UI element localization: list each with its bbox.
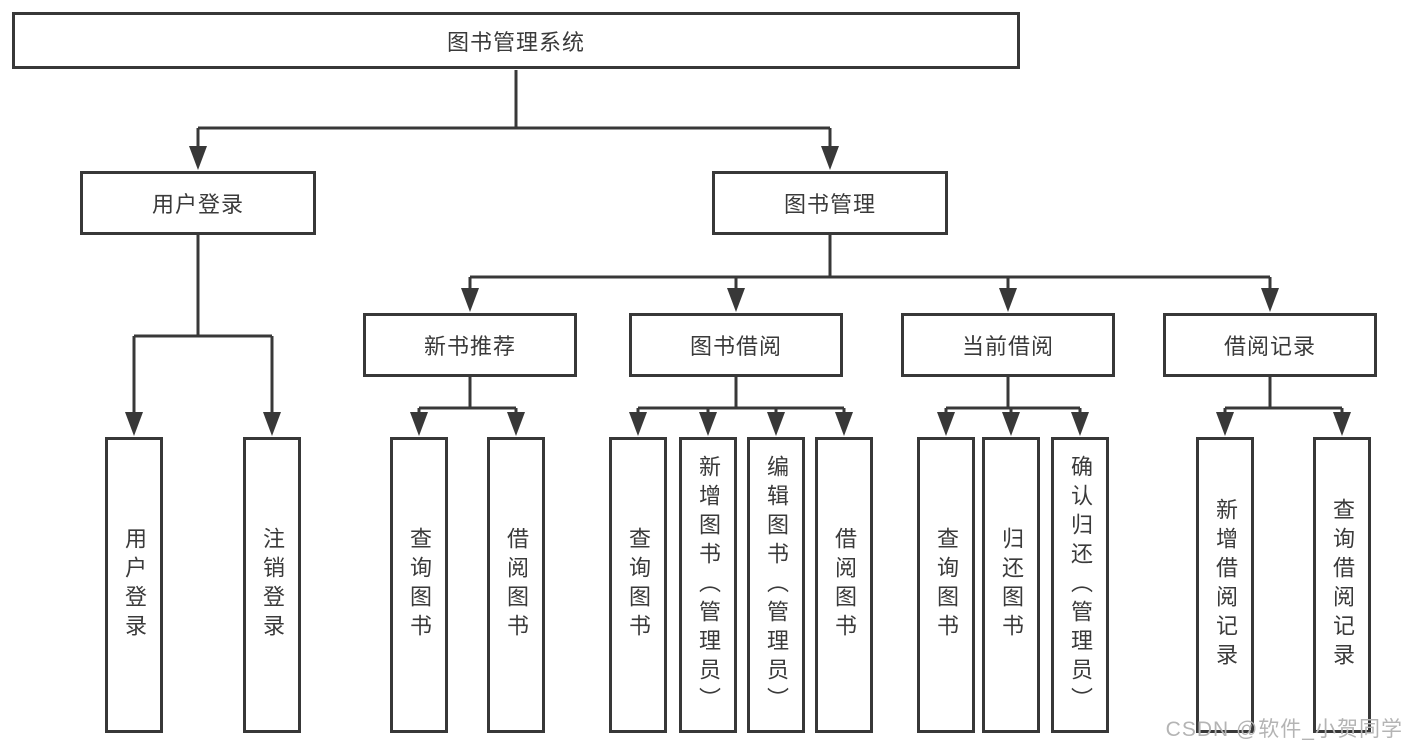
node-library-management-system: 图书管理系统: [12, 12, 1020, 69]
node-new-book-recommendation: 新书推荐: [363, 313, 577, 377]
leaf-logout-login: 注销登录: [243, 437, 301, 733]
leaf-user-login: 用户登录: [105, 437, 163, 733]
node-current-borrowing: 当前借阅: [901, 313, 1115, 377]
node-book-management: 图书管理: [712, 171, 948, 235]
leaf-return-books: 归还图书: [982, 437, 1040, 733]
node-book-borrowing: 图书借阅: [629, 313, 843, 377]
leaf-borrow-books-recommend: 借阅图书: [487, 437, 545, 733]
leaf-confirm-return-admin: 确认归还（管理员）: [1051, 437, 1109, 733]
leaf-query-books-borrow: 查询图书: [609, 437, 667, 733]
leaf-query-borrow-record: 查询借阅记录: [1313, 437, 1371, 733]
leaf-add-books-admin: 新增图书（管理员）: [679, 437, 737, 733]
leaf-edit-books-admin: 编辑图书（管理员）: [747, 437, 805, 733]
leaf-add-borrow-record: 新增借阅记录: [1196, 437, 1254, 733]
leaf-borrow-books: 借阅图书: [815, 437, 873, 733]
csdn-watermark: CSDN @软件_小贺同学: [1165, 718, 1403, 741]
leaf-query-books-current: 查询图书: [917, 437, 975, 733]
node-user-login: 用户登录: [80, 171, 316, 235]
leaf-query-books-recommend: 查询图书: [390, 437, 448, 733]
node-borrowing-records: 借阅记录: [1163, 313, 1377, 377]
